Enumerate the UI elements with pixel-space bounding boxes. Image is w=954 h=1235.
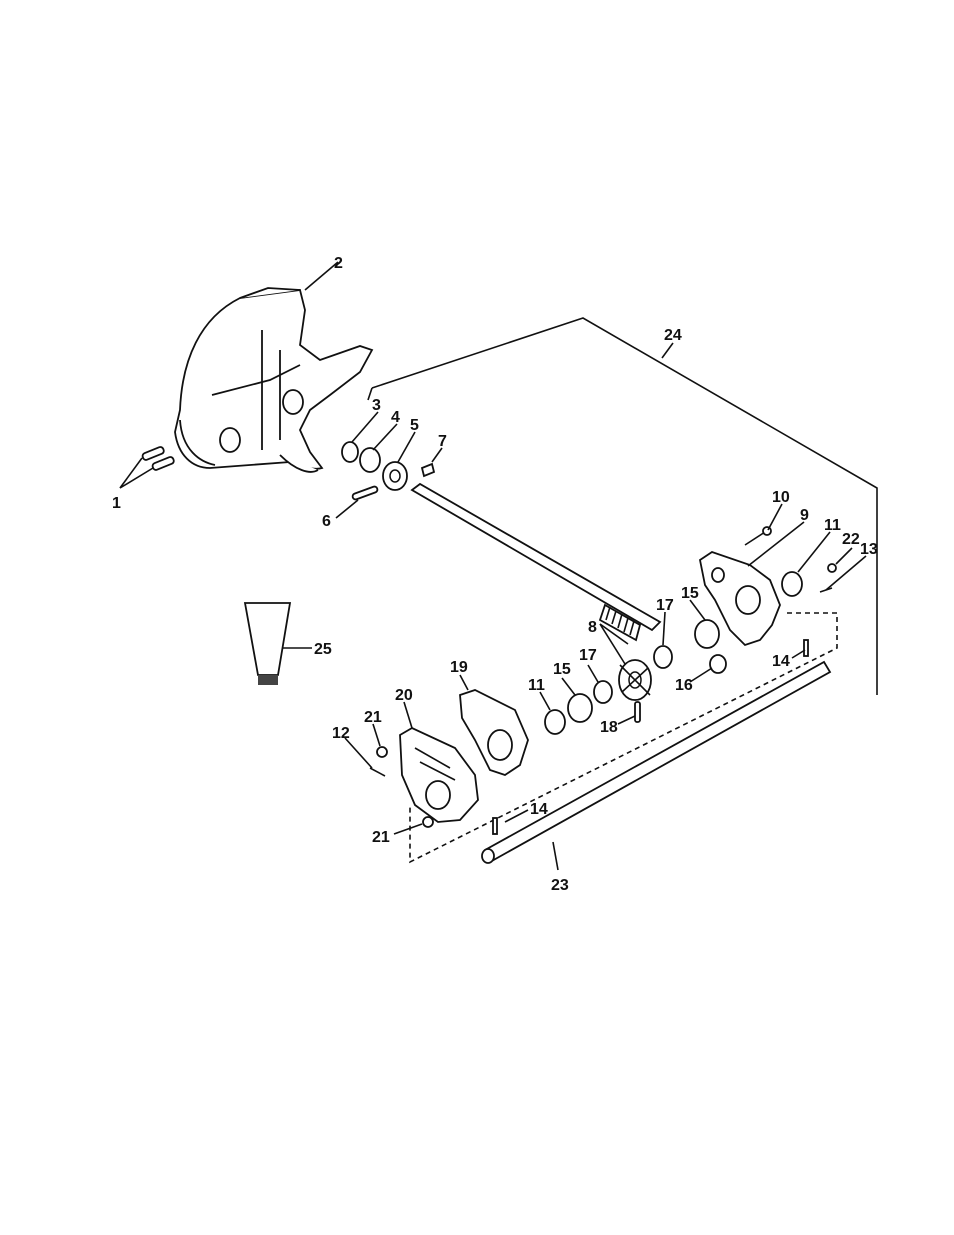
callout-7: 7: [438, 433, 447, 450]
callout-16: 16: [675, 677, 693, 694]
callout-22: 22: [842, 531, 860, 548]
shear-pins-part-1: [120, 446, 175, 488]
key-part-7: [422, 464, 434, 476]
callout-3: 3: [372, 397, 381, 414]
callout-17-right: 17: [656, 597, 674, 614]
gasket-part-19: [460, 690, 528, 775]
callout-12: 12: [332, 725, 350, 742]
fitting-part-22: [828, 564, 836, 572]
auger-housing-part-2: [175, 288, 372, 472]
gear-case-part-20: [400, 728, 478, 822]
worm-gear-part-8: [619, 660, 651, 700]
pin-part-14-right: [804, 640, 808, 656]
callout-23: 23: [551, 877, 569, 894]
bushing-part-4: [360, 448, 380, 472]
callout-6: 6: [322, 513, 331, 530]
callout-17-left: 17: [579, 647, 597, 664]
nut-part-21-top: [377, 747, 387, 757]
callout-11-left: 11: [528, 677, 545, 694]
pin-part-18: [635, 702, 640, 722]
callout-20: 20: [395, 687, 413, 704]
callout-25: 25: [314, 641, 332, 658]
callout-24: 24: [664, 327, 682, 344]
bolt-part-12: [370, 768, 385, 776]
callout-1: 1: [112, 495, 121, 512]
callout-11-right: 11: [824, 517, 841, 534]
callout-15-left: 15: [553, 661, 571, 678]
seal-part-11-left: [545, 710, 565, 734]
callout-5: 5: [410, 417, 419, 434]
thrust-part-16: [710, 655, 726, 673]
callout-21-bottom: 21: [372, 829, 390, 846]
callout-14-right: 14: [772, 653, 790, 670]
grease-tube-part-25: [245, 603, 290, 685]
callout-14-left: 14: [530, 801, 548, 818]
worm-shaft: [412, 484, 660, 640]
pin-part-14-left: [493, 818, 497, 834]
pin-part-6: [352, 486, 378, 501]
bolt-part-10: [745, 527, 771, 545]
callout-9: 9: [800, 507, 809, 524]
callout-21-top: 21: [364, 709, 382, 726]
nut-part-21-bottom: [423, 817, 433, 827]
callout-4: 4: [391, 409, 400, 426]
callout-8: 8: [588, 619, 597, 636]
bearing-part-15-left: [568, 694, 592, 722]
callout-18: 18: [600, 719, 618, 736]
callout-13: 13: [860, 541, 878, 558]
washer-part-17-left: [594, 681, 612, 703]
ring-part-3: [342, 442, 358, 462]
callout-19: 19: [450, 659, 468, 676]
bearing-part-15-right: [695, 620, 719, 648]
callout-2: 2: [334, 255, 343, 272]
washer-part-17-right: [654, 646, 672, 668]
callout-15-right: 15: [681, 585, 699, 602]
seal-part-11-right: [782, 572, 802, 596]
callout-10: 10: [772, 489, 790, 506]
